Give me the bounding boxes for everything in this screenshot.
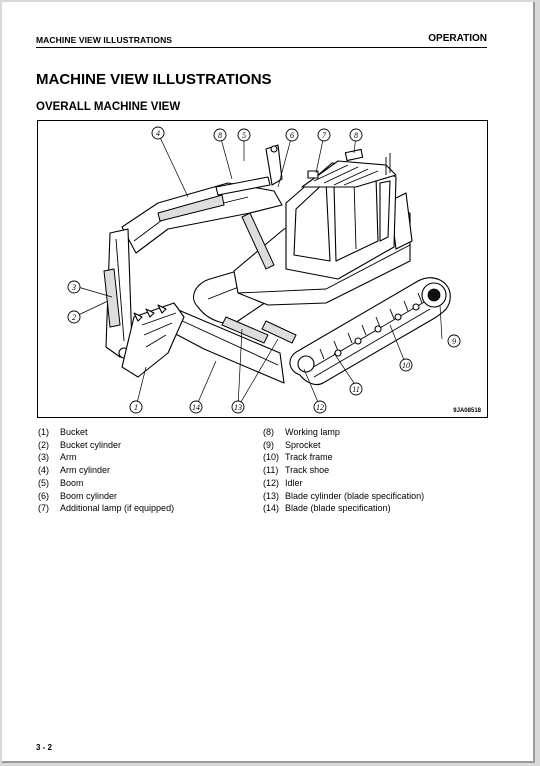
idler [297,355,315,373]
svg-text:13: 13 [234,403,242,412]
svg-text:5: 5 [242,131,246,140]
callout-11: 11 [349,382,363,396]
page-title: MACHINE VIEW ILLUSTRATIONS [36,71,272,88]
callout-8a: 8 [213,128,227,142]
svg-text:7: 7 [322,131,327,140]
callout-8b: 8 [349,128,363,142]
callout-6: 6 [285,128,299,142]
legend-item: (1)Bucket [38,427,88,437]
callout-7: 7 [317,128,331,142]
callout-3: 3 [67,280,81,294]
legend-item: (5)Boom [38,477,84,488]
additional-lamp [307,170,319,179]
callout-4: 4 [151,126,165,140]
svg-text:12: 12 [316,403,324,412]
svg-text:4: 4 [156,129,160,138]
boom-cylinder [241,212,275,270]
callout-5: 5 [237,128,251,142]
arm-cylinder [157,194,225,222]
svg-text:11: 11 [352,385,359,394]
svg-text:1: 1 [134,403,138,412]
excavator-drawing: 4 8 5 6 7 8 3 2 9 10 11 12 1 14 13 [67,126,461,414]
callout-12: 12 [313,400,327,414]
svg-text:9: 9 [452,337,456,346]
running-header-section: MACHINE VIEW ILLUSTRATIONS [36,35,173,45]
legend-left: (1)Bucket (2)Bucket cylinder (3)Arm (4)A… [38,426,174,515]
boom [121,182,283,254]
figure-code: 9JA08518 [453,408,481,414]
callout-2: 2 [67,310,81,324]
svg-text:14: 14 [192,403,200,412]
legend-item: (4)Arm cylinder [38,465,111,476]
header-rule [36,47,487,48]
running-header-chapter: OPERATION [428,33,487,44]
legend-item: (12)Idler [263,477,303,488]
svg-text:8: 8 [218,131,222,140]
callout-10: 10 [399,358,413,372]
excavator-illustration: 4 8 5 6 7 8 3 2 9 10 11 12 1 14 13 9JA08… [37,120,488,418]
bucket-cylinder [103,268,121,328]
cab-roof [301,160,397,188]
callout-9: 9 [447,334,461,348]
legend-item: (2)Bucket cylinder [38,439,122,450]
bucket [121,302,185,378]
legend-item: (3)Arm [38,452,77,463]
callout-13: 13 [231,400,245,414]
legend-item: (10)Track frame [263,452,333,463]
page-number: 3 - 2 [36,743,53,752]
legend-item: (7)Additional lamp (if equipped) [38,503,175,514]
blade-cylinder [221,316,269,344]
arm-cylinder-rod [215,176,271,196]
legend-item: (14)Blade (blade specification) [263,503,391,514]
svg-text:2: 2 [72,313,76,322]
svg-text:3: 3 [71,283,76,292]
callout-14: 14 [189,400,203,414]
legend-item: (11)Track shoe [263,465,330,476]
legend-right: (8)Working lamp (9)Sprocket (10)Track fr… [263,426,424,515]
legend-item: (8)Working lamp [263,427,340,437]
legend-item: (9)Sprocket [263,439,321,450]
svg-text:10: 10 [402,361,410,370]
section-title: OVERALL MACHINE VIEW [36,101,181,113]
track-frame [289,277,451,386]
svg-text:8: 8 [354,131,358,140]
legend-item: (6)Boom cylinder [38,490,118,501]
working-lamp [344,148,364,162]
legend-item: (13)Blade cylinder (blade specification) [263,490,425,501]
svg-text:6: 6 [290,131,294,140]
callout-1: 1 [129,400,143,414]
